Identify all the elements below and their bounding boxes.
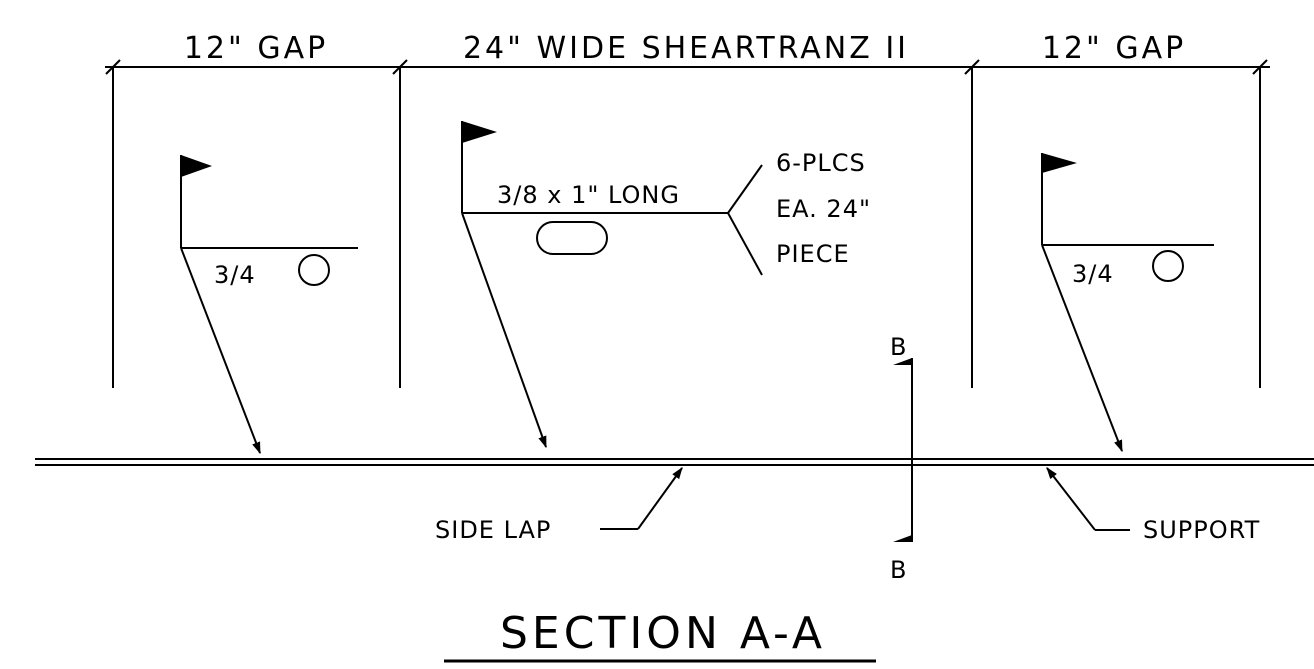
dimension-line bbox=[105, 59, 1270, 388]
dimension-left-gap: 12" GAP bbox=[184, 31, 328, 66]
weld-label-center: 3/8 x 1" LONG bbox=[497, 181, 680, 209]
plug-weld-symbol-icon bbox=[1152, 250, 1184, 282]
section-mark-top: B bbox=[890, 333, 907, 361]
field-weld-flag-icon bbox=[1042, 153, 1077, 173]
weld-note-line-3: PIECE bbox=[776, 240, 850, 268]
section-cut-line-b-b bbox=[893, 358, 913, 542]
weld-symbol-center bbox=[461, 121, 763, 449]
slot-weld-symbol-icon bbox=[536, 221, 608, 255]
deck-and-support-lines bbox=[35, 458, 1314, 466]
field-weld-flag-icon bbox=[462, 121, 497, 143]
support-leader bbox=[1046, 467, 1130, 531]
section-arrow-bottom-icon bbox=[893, 535, 912, 542]
weld-size-right: 3/4 bbox=[1072, 260, 1114, 288]
dimension-center-width: 24" WIDE SHEARTRANZ II bbox=[463, 31, 909, 66]
section-arrow-top-icon bbox=[893, 358, 912, 365]
section-title: SECTION A-A bbox=[500, 608, 826, 659]
field-weld-flag-icon bbox=[181, 155, 212, 177]
weld-size-left: 3/4 bbox=[214, 261, 256, 289]
side-lap-label: SIDE LAP bbox=[435, 516, 551, 544]
side-lap-leader bbox=[600, 467, 683, 530]
section-mark-bottom: B bbox=[890, 556, 907, 584]
support-label: SUPPORT bbox=[1143, 516, 1260, 544]
dimension-right-gap: 12" GAP bbox=[1042, 31, 1186, 66]
weld-symbol-left bbox=[180, 155, 358, 455]
weld-note-line-2: EA. 24" bbox=[776, 195, 871, 223]
plug-weld-symbol-icon bbox=[298, 254, 330, 286]
weld-note-line-1: 6-PLCS bbox=[776, 149, 866, 177]
weld-symbol-right bbox=[1041, 153, 1214, 453]
